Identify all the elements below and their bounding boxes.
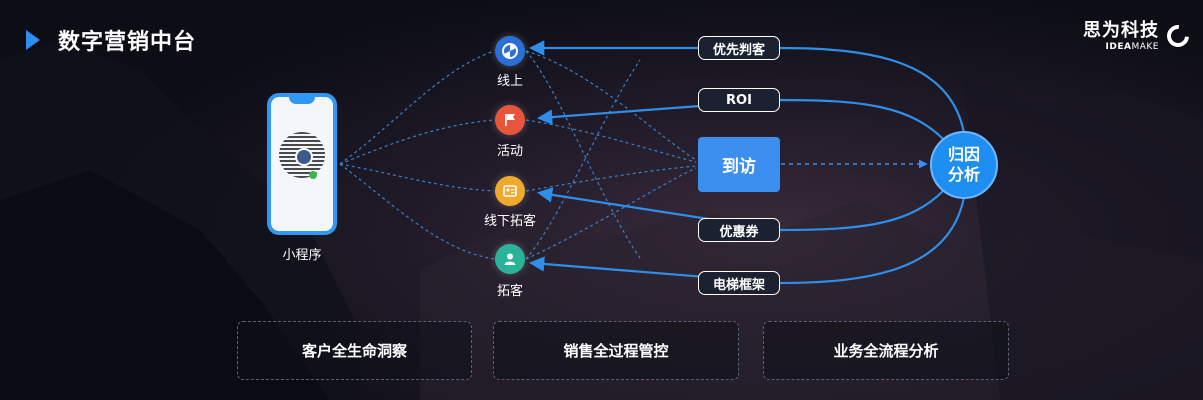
brand-ring-icon: [1162, 20, 1194, 52]
visit-node: 到访: [698, 137, 780, 192]
attribution-feedback-arcs: [528, 40, 966, 285]
wechat-dot-icon: [309, 171, 317, 179]
phone-notch: [289, 96, 315, 104]
brand-name-en: IDEAMAKE: [1105, 42, 1159, 52]
attribution-node: 归因 分析: [930, 131, 998, 199]
page-title: 数字营销中台: [58, 30, 197, 55]
pill-roi: ROI: [698, 88, 780, 112]
phone-label: 小程序: [282, 248, 322, 263]
channel-label-client: 拓客: [496, 284, 523, 299]
id-card-icon: [495, 176, 525, 206]
box-business-analysis: 业务全流程分析: [763, 321, 1009, 380]
pinwheel-icon: [495, 36, 525, 66]
flag-icon: [495, 105, 525, 135]
box-sales-process: 销售全过程管控: [493, 321, 739, 380]
channel-to-visit-links: [525, 50, 697, 260]
person-icon: [495, 244, 525, 274]
channel-label-offline: 线下拓客: [483, 214, 536, 229]
qr-code-icon: [279, 132, 325, 178]
channel-label-event: 活动: [496, 144, 523, 159]
page-header: 数字营销中台: [26, 24, 196, 56]
pill-priority-judge: 优先判客: [698, 36, 780, 60]
triangle-marker-icon: [26, 30, 40, 50]
channel-label-online: 线上: [496, 74, 523, 89]
pill-coupon: 优惠券: [698, 218, 780, 242]
phone-to-channel-links: [339, 50, 495, 260]
brand-name-cn: 思为科技: [1083, 20, 1159, 41]
pill-elevator-frame: 电梯框架: [698, 271, 780, 295]
brand-logo: 思为科技 IDEAMAKE: [1083, 20, 1194, 52]
box-customer-lifecycle: 客户全生命洞察: [237, 321, 472, 380]
phone-mockup: [267, 93, 337, 235]
